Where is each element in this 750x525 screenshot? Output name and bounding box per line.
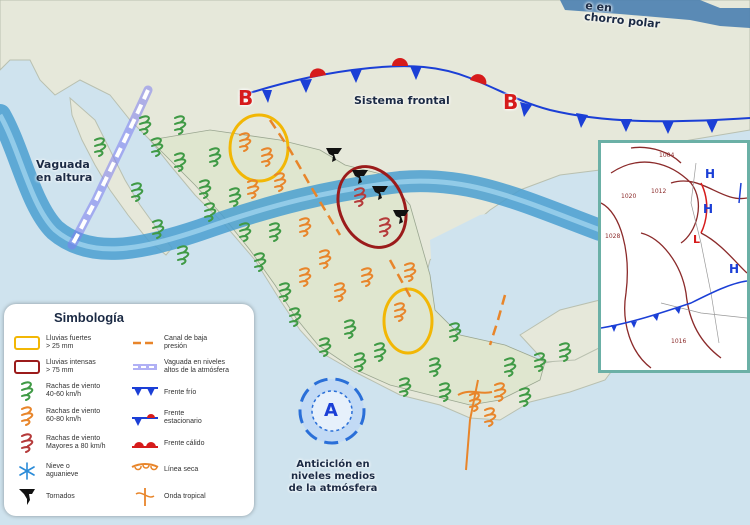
legend-item-wind-60-80: Rachas de viento 60-80 km/h bbox=[12, 405, 100, 427]
frontal-system-label: Sistema frontal bbox=[354, 94, 450, 107]
warm-front-semicircles bbox=[309, 58, 487, 85]
dry-line-icon bbox=[131, 463, 159, 471]
low-pressure-label-right: B bbox=[503, 90, 519, 114]
legend-item-low-channel: Canal de baja presión bbox=[130, 332, 207, 354]
legend-item-stationary-front: Frente estacionario bbox=[130, 407, 202, 429]
legend-item-snow: Nieve o aguanieve bbox=[12, 460, 78, 482]
legend-text-intense-rain: Lluvias intensas > 75 mm bbox=[46, 359, 96, 374]
legend-text-cold-front: Frente frío bbox=[164, 389, 197, 396]
green-wind-gust-icon bbox=[21, 381, 34, 401]
anticyclone-label: Anticiclón en niveles medios de la atmós… bbox=[288, 459, 378, 494]
wind-gusts-red bbox=[354, 187, 392, 237]
inset-isobar-1004: 1004 bbox=[659, 152, 674, 159]
red-wind-gust-icon bbox=[21, 433, 34, 453]
orange-wind-gust-icon bbox=[21, 406, 34, 426]
legend-text-warm-front: Frente cálido bbox=[164, 440, 205, 447]
heavy-rain-area-east bbox=[382, 287, 434, 355]
inset-high-3: H bbox=[729, 262, 739, 276]
legend-item-heavy-rain: Lluvias fuertes > 25 mm bbox=[12, 332, 91, 354]
inset-isobar-1020: 1020 bbox=[621, 193, 636, 200]
inset-high-2: H bbox=[703, 202, 713, 216]
legend-item-tornado: Tornados bbox=[12, 486, 75, 508]
upper-trough-label: Vaguada en altura bbox=[36, 158, 93, 184]
legend-item-tropical-wave: Onda tropical bbox=[130, 486, 206, 508]
tornado-icon bbox=[19, 489, 35, 505]
jet-stream-core bbox=[0, 113, 601, 252]
legend-title: Simbología bbox=[53, 310, 125, 325]
legend-item-cold-front: Frente frío bbox=[130, 382, 196, 404]
legend-text-wind-40-60: Rachas de viento 40-60 km/h bbox=[46, 383, 101, 398]
inset-synoptic-map: 1028 1020 1016 1004 1012 H H H L bbox=[598, 140, 750, 373]
legend-item-wind-80: Rachas de viento Mayores a 80 km/h bbox=[12, 432, 106, 454]
legend-text-dry-line: Línea seca bbox=[164, 466, 199, 473]
tropical-wave-icon bbox=[135, 488, 155, 506]
legend-item-wind-40-60: Rachas de viento 40-60 km/h bbox=[12, 380, 100, 402]
legend-item-warm-front: Frente cálido bbox=[130, 433, 204, 455]
cold-front-triangles bbox=[262, 66, 718, 134]
inset-isobar-1012: 1012 bbox=[651, 188, 666, 195]
warm-front-icon bbox=[132, 442, 158, 448]
blue-dashed-double-line-icon bbox=[133, 364, 157, 370]
intense-rain-area bbox=[336, 165, 408, 249]
inset-isobar-1016: 1016 bbox=[671, 338, 686, 345]
polar-jet-arrow bbox=[560, 0, 750, 28]
legend-text-stationary-front: Frente estacionario bbox=[164, 410, 202, 425]
wind-gusts-green bbox=[94, 115, 572, 407]
anticyclone-symbol-group bbox=[298, 377, 366, 445]
legend-item-intense-rain: Lluvias intensas > 75 mm bbox=[12, 356, 96, 378]
legend-text-snow: Nieve o aguanieve bbox=[46, 463, 79, 478]
legend-text-wind-60-80: Rachas de viento 60-80 km/h bbox=[46, 408, 101, 423]
cold-front-icon bbox=[132, 387, 158, 396]
legend-text-heavy-rain: Lluvias fuertes > 25 mm bbox=[46, 335, 92, 350]
inset-isobar-1028: 1028 bbox=[605, 233, 620, 240]
upper-trough-line bbox=[67, 85, 153, 250]
dashed-orange-line-icon bbox=[133, 341, 157, 345]
stationary-front-icon bbox=[132, 414, 158, 426]
tornado-icons bbox=[326, 148, 409, 224]
legend-item-upper-trough: Vaguada en niveles altos de la atmósfera bbox=[130, 356, 229, 378]
snowflake-icon bbox=[19, 462, 35, 480]
legend-text-upper-trough: Vaguada en niveles altos de la atmósfera bbox=[164, 359, 229, 374]
low-pressure-channels bbox=[268, 119, 507, 346]
legend-text-tropical-wave: Onda tropical bbox=[164, 493, 206, 500]
anticyclone-symbol: A bbox=[324, 400, 338, 421]
legend-text-wind-80: Rachas de viento Mayores a 80 km/h bbox=[46, 435, 106, 450]
red-ellipse-icon bbox=[14, 360, 40, 374]
legend-panel: Simbología Lluvias fuertes > 25 mm Lluvi… bbox=[4, 304, 254, 516]
legend-item-dry-line: Línea seca bbox=[130, 459, 198, 481]
legend-text-tornado: Tornados bbox=[46, 493, 75, 500]
inset-high-1: H bbox=[705, 167, 715, 181]
legend-text-low-channel: Canal de baja presión bbox=[164, 335, 208, 350]
low-pressure-label-left: B bbox=[238, 86, 254, 110]
wind-gusts-orange bbox=[239, 132, 507, 427]
inset-low-1: L bbox=[693, 233, 700, 246]
yellow-ellipse-icon bbox=[14, 336, 40, 350]
